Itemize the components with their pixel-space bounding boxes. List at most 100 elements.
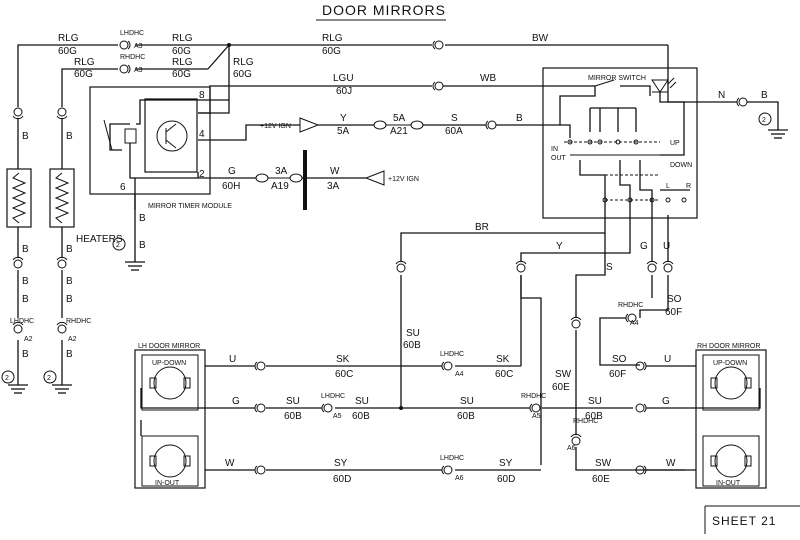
- wire-b-module: B: [139, 213, 146, 224]
- ground-number-3: 2: [116, 242, 120, 249]
- wire-b-h1: B: [22, 131, 29, 142]
- connector-bw: [432, 40, 444, 50]
- mirror-timer-module-label: MIRROR TIMER MODULE: [148, 203, 232, 210]
- wire-label-sk-2: SK: [496, 354, 510, 365]
- wire-label-so-2: SO: [612, 354, 627, 365]
- wire-code-60c-1: 60C: [335, 369, 353, 380]
- lh-in-out-label: IN-OUT: [155, 480, 180, 487]
- rh-up-down-label: UP-DOWN: [713, 360, 747, 367]
- wire-b-h9: B: [22, 349, 29, 360]
- mirror-switch-box: [542, 67, 698, 219]
- plug-a2-right: A2: [68, 336, 77, 343]
- rh-door-mirror-label: RH DOOR MIRROR: [697, 343, 760, 350]
- wire-label-sw-2: SW: [595, 458, 612, 469]
- plug-a3-label: A3: [134, 43, 143, 50]
- wire-label-su-5: SU: [588, 396, 602, 407]
- wire-label-so-1: SO: [667, 294, 682, 305]
- timer-transistor-symbol: [156, 120, 188, 152]
- ground-number-2: 2: [47, 375, 51, 382]
- module-pin-8: 8: [199, 90, 205, 101]
- wire-code-3a: 3A: [327, 181, 340, 192]
- wire-label-w-1: W: [330, 166, 340, 177]
- wire-label-u-3: U: [664, 354, 671, 365]
- wire-label-s-1: S: [451, 113, 458, 124]
- switch-ground-wire: [668, 97, 788, 139]
- wire-code-60b-2: 60B: [284, 411, 302, 422]
- plug-a5-right: A5: [532, 413, 541, 420]
- wire-label-sk-1: SK: [336, 354, 350, 365]
- plug-lhdhc-a3-label: LHDHC: [120, 30, 144, 37]
- wire-b-h3: B: [22, 244, 29, 255]
- timer-relay: [103, 99, 199, 210]
- wire-code-60e-1: 60E: [552, 382, 570, 393]
- module-pin-4: 4: [199, 129, 205, 140]
- lh-door-mirror-box: [134, 349, 206, 489]
- wire-code-60g-4: 60G: [172, 69, 191, 80]
- plug-a6-left: A6: [455, 475, 464, 482]
- wire-code-60f-1: 60F: [665, 307, 682, 318]
- ign-label-2: +12V IGN: [388, 176, 419, 183]
- switch-down-label: DOWN: [670, 162, 692, 169]
- wire-code-60g-2: 60G: [74, 69, 93, 80]
- wire-code-60f-2: 60F: [609, 369, 626, 380]
- rlg-feed-wires: [17, 43, 669, 114]
- wire-code-60g-1: 60G: [58, 46, 77, 57]
- module-pin-6: 6: [120, 182, 126, 193]
- heater-wiring: [8, 107, 72, 394]
- wire-code-5a: 5A: [337, 126, 350, 137]
- wire-label-sw-1: SW: [555, 369, 572, 380]
- timer-transistor-box: [144, 98, 198, 173]
- wire-label-lgu: LGU: [333, 73, 354, 84]
- ground-number-1: 2: [5, 375, 9, 382]
- module-ground-wire: [112, 194, 145, 271]
- wire-b-h5: B: [22, 276, 29, 287]
- wire-code-60e-2: 60E: [592, 474, 610, 485]
- wire-label-g-1: G: [228, 166, 236, 177]
- fuse-3a-label: 3A: [275, 166, 288, 177]
- wire-label-u-1: U: [663, 241, 670, 252]
- wire-label-bw: BW: [532, 33, 549, 44]
- ign-feed-pin2: [198, 150, 385, 210]
- wire-label-su-1: SU: [406, 328, 420, 339]
- wire-code-60j: 60J: [336, 86, 352, 97]
- ground-circle-heater-right: [43, 370, 57, 384]
- wire-code-60b-3: 60B: [352, 411, 370, 422]
- wire-label-sy-1: SY: [334, 458, 348, 469]
- wire-label-rlg-2: RLG: [74, 57, 95, 68]
- wire-label-w-3: W: [666, 458, 676, 469]
- ground-circle-heater-left: [1, 370, 15, 384]
- lh-door-mirror-label: LH DOOR MIRROR: [138, 343, 200, 350]
- plug-lhdhc-a6: LHDHC: [440, 455, 464, 462]
- wire-code-60b-1: 60B: [403, 340, 421, 351]
- wire-label-rlg-5: RLG: [233, 57, 254, 68]
- wire-label-y-2: Y: [556, 241, 563, 252]
- plug-a6-right: A6: [567, 445, 576, 452]
- wire-label-w-2: W: [225, 458, 235, 469]
- plug-rhdhc-a4: RHDHC: [618, 302, 643, 309]
- wire-label-wb: WB: [480, 73, 496, 84]
- wire-code-60g-5: 60G: [233, 69, 252, 80]
- plug-a2-left: A2: [24, 336, 33, 343]
- wire-label-su-2: SU: [286, 396, 300, 407]
- mirror-switch-label: MIRROR SWITCH: [588, 75, 646, 82]
- plug-rhdhc-a2: RHDHC: [66, 318, 91, 325]
- plug-a3-label-2: A3: [134, 67, 143, 74]
- plug-a3-lh: [119, 40, 131, 50]
- wire-label-br: BR: [475, 222, 489, 233]
- switch-up-label: UP: [670, 140, 680, 147]
- sheet-number: SHEET 21: [712, 514, 776, 528]
- wire-label-rlg-3: RLG: [172, 33, 193, 44]
- module-pin-2: 2: [199, 169, 205, 180]
- wire-b-module-2: B: [139, 240, 146, 251]
- plug-lhdhc-a2: LHDHC: [10, 318, 34, 325]
- rh-door-mirror-box: [695, 349, 767, 489]
- mirror-harness-wires: [140, 275, 761, 475]
- plug-lhdhc-a4: LHDHC: [440, 351, 464, 358]
- wire-label-rlg-4: RLG: [172, 57, 193, 68]
- wire-label-g-3: G: [232, 396, 240, 407]
- fuse-5a-label: 5A: [393, 113, 406, 124]
- heater-right: [49, 168, 75, 228]
- wire-label-g-4: G: [662, 396, 670, 407]
- ground-number-4: 2: [762, 117, 766, 124]
